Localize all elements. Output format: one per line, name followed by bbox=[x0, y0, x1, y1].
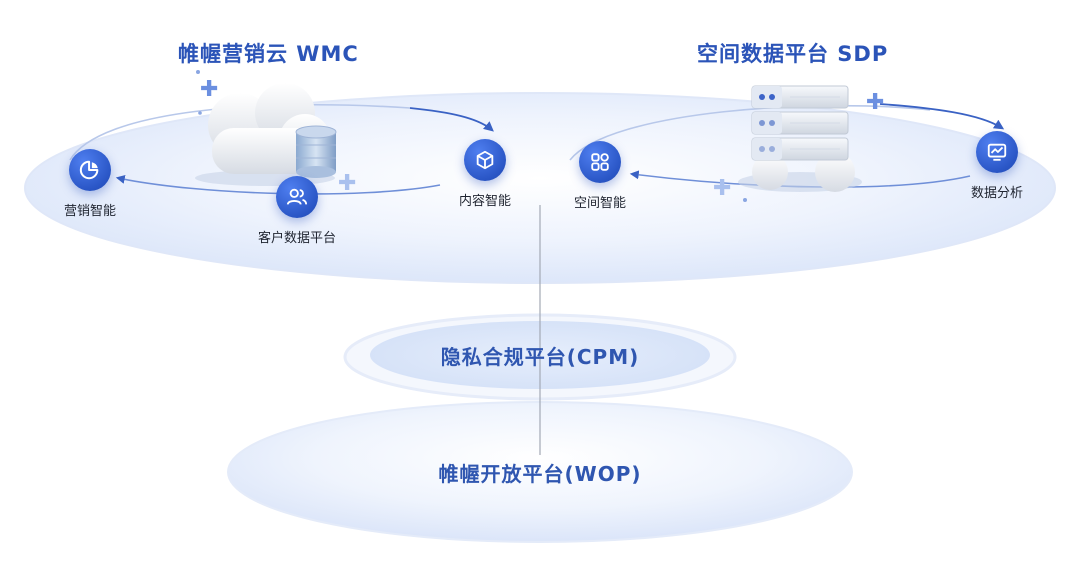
pie-chart-icon bbox=[69, 149, 111, 191]
wop-platform-label: 帷幄开放平台(WOP) bbox=[438, 462, 642, 486]
sdp-title: 空间数据平台 SDP bbox=[697, 42, 889, 66]
wmc-title: 帷幄营销云 WMC bbox=[178, 42, 359, 66]
plus-decoration-icon: ✚ bbox=[713, 176, 732, 201]
node-customer-data-platform: 客户数据平台 bbox=[227, 176, 367, 246]
node-content-intelligence: 内容智能 bbox=[415, 139, 555, 209]
node-data-analysis: 数据分析 bbox=[927, 131, 1067, 201]
node-marketing-intelligence: 营销智能 bbox=[20, 149, 160, 219]
node-label: 营销智能 bbox=[63, 204, 116, 219]
server-rack-icon bbox=[738, 85, 862, 192]
database-icon bbox=[295, 125, 337, 178]
plus-decoration-icon: ✚ bbox=[200, 77, 219, 102]
users-icon bbox=[276, 176, 318, 218]
apps-grid-icon bbox=[579, 141, 621, 183]
cpm-platform-label: 隐私合规平台(CPM) bbox=[440, 345, 640, 369]
plus-decoration-icon: ✚ bbox=[866, 90, 885, 115]
node-label: 空间智能 bbox=[573, 196, 626, 211]
node-label: 数据分析 bbox=[970, 186, 1023, 201]
cube-icon bbox=[464, 139, 506, 181]
node-label: 内容智能 bbox=[458, 194, 511, 209]
plus-decoration-icon: ✚ bbox=[338, 171, 357, 196]
node-label: 客户数据平台 bbox=[257, 231, 336, 246]
monitor-chart-icon bbox=[976, 131, 1018, 173]
node-spatial-intelligence: 空间智能 bbox=[530, 141, 670, 211]
